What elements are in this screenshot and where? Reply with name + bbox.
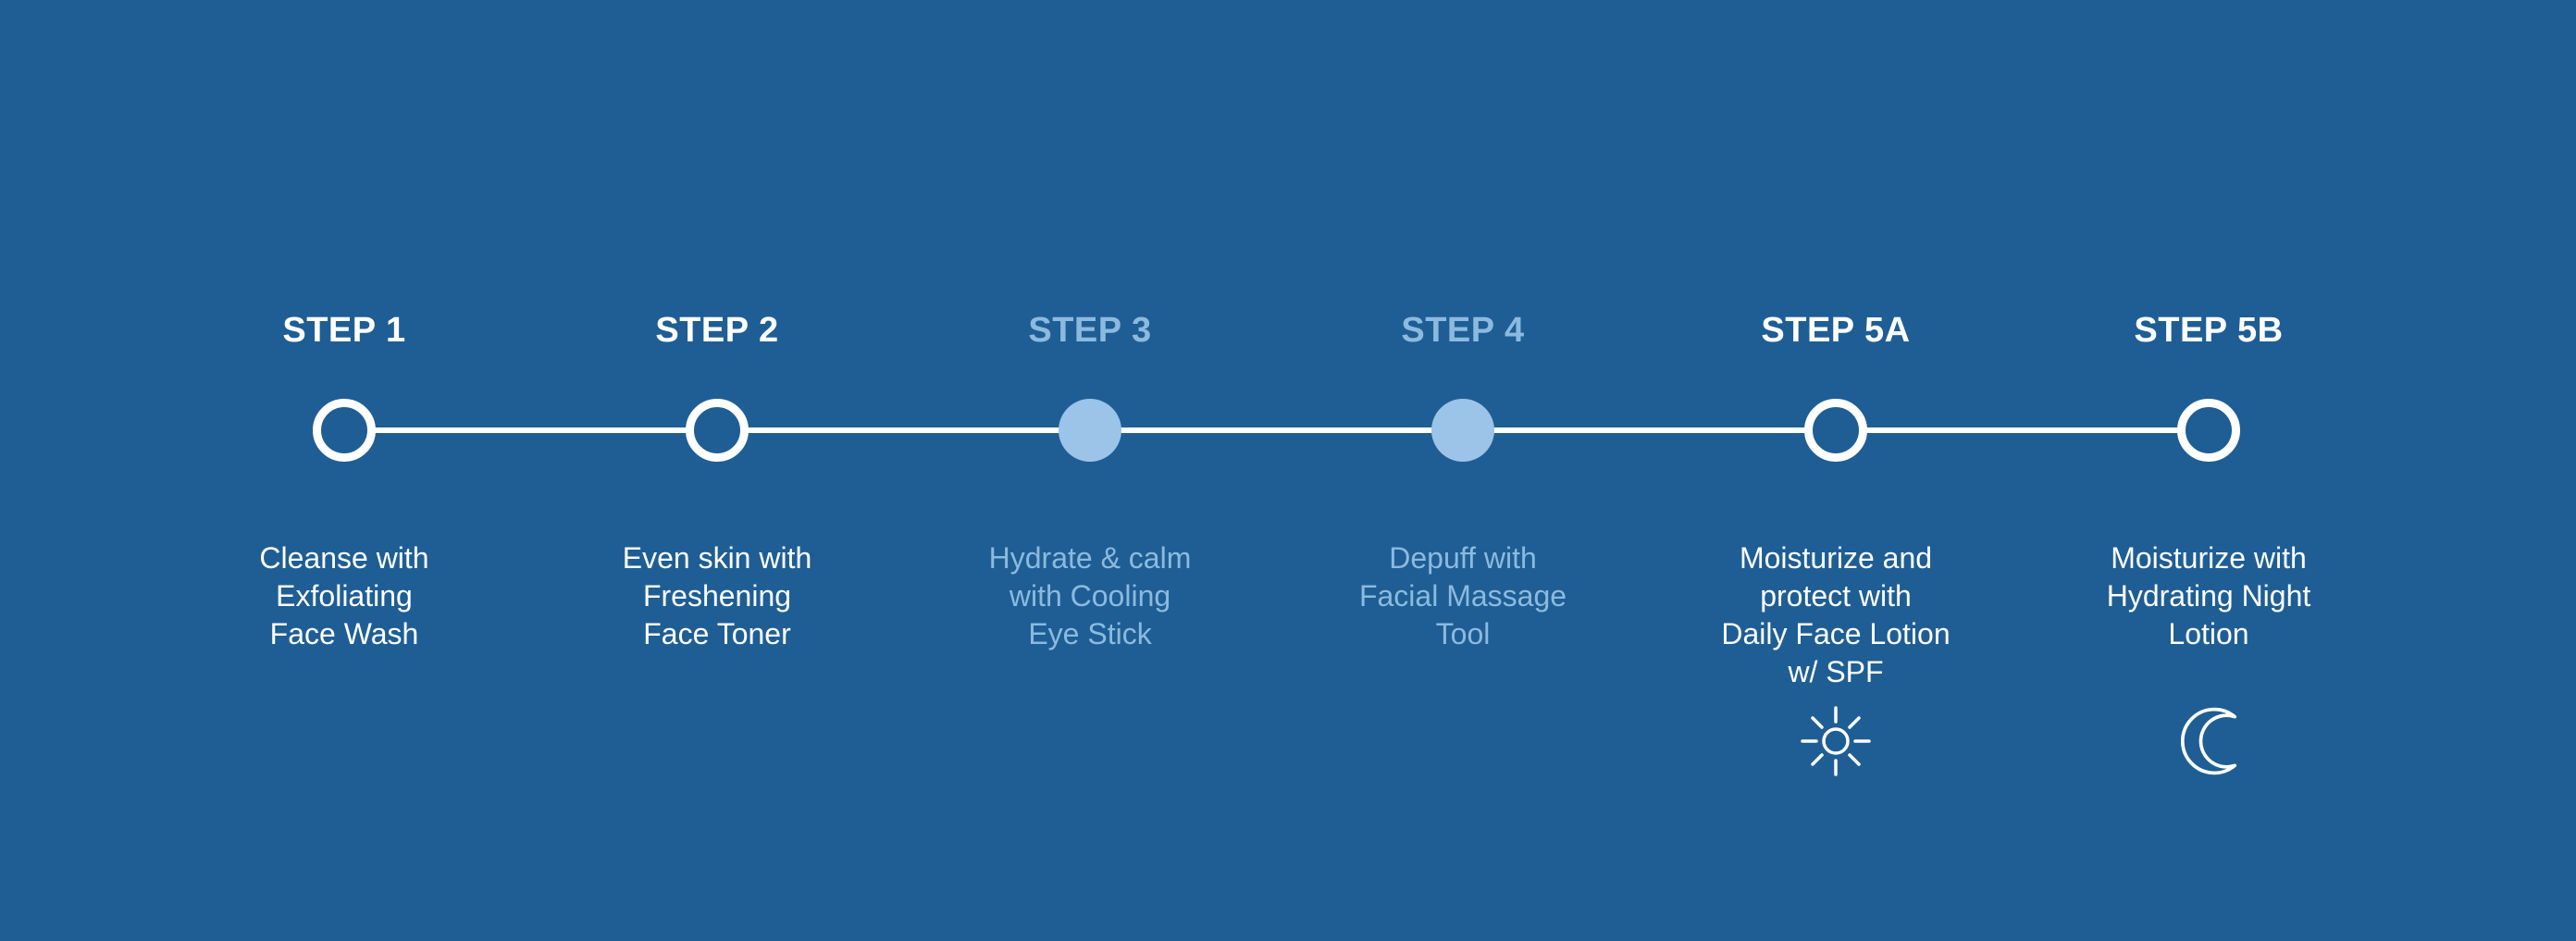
step-node: [686, 399, 749, 462]
step-description: Moisturize with Hydrating Night Lotion: [2106, 541, 2311, 650]
step-label: STEP 3: [1028, 311, 1152, 350]
step-node: [1059, 399, 1121, 462]
step-description: Even skin with Freshening Face Toner: [622, 541, 812, 650]
sun-icon: [1801, 706, 1871, 776]
step-description: Moisturize and protect with Daily Face L…: [1721, 541, 1951, 688]
step-label: STEP 4: [1401, 311, 1525, 350]
moon-icon: [2180, 706, 2238, 776]
step-column-2: STEP 2 Even skin with Freshening Face To…: [523, 0, 911, 941]
step-node: [1804, 399, 1867, 462]
step-description: Hydrate & calm with Cooling Eye Stick: [988, 541, 1192, 650]
timeline-connector-line: [344, 427, 2209, 433]
step-node: [313, 399, 376, 462]
step-label: STEP 5B: [2134, 311, 2284, 350]
step-column-4: STEP 4 Depuff with Facial Massage Tool: [1269, 0, 1657, 941]
step-column-5b: STEP 5B Moisturize with Hydrating Night …: [2014, 0, 2403, 941]
step-label: STEP 2: [655, 311, 779, 350]
step-column-5a: STEP 5A Moisturize and protect with Dail…: [1641, 0, 2030, 941]
step-description: Depuff with Facial Massage Tool: [1358, 541, 1567, 650]
step-label: STEP 5A: [1761, 311, 1911, 350]
step-node: [2177, 399, 2240, 462]
step-column-1: STEP 1 Cleanse with Exfoliating Face Was…: [150, 0, 539, 941]
step-node: [1431, 399, 1494, 462]
step-description: Cleanse with Exfoliating Face Wash: [259, 541, 429, 650]
step-label: STEP 1: [282, 311, 406, 350]
step-column-3: STEP 3 Hydrate & calm with Cooling Eye S…: [896, 0, 1284, 941]
